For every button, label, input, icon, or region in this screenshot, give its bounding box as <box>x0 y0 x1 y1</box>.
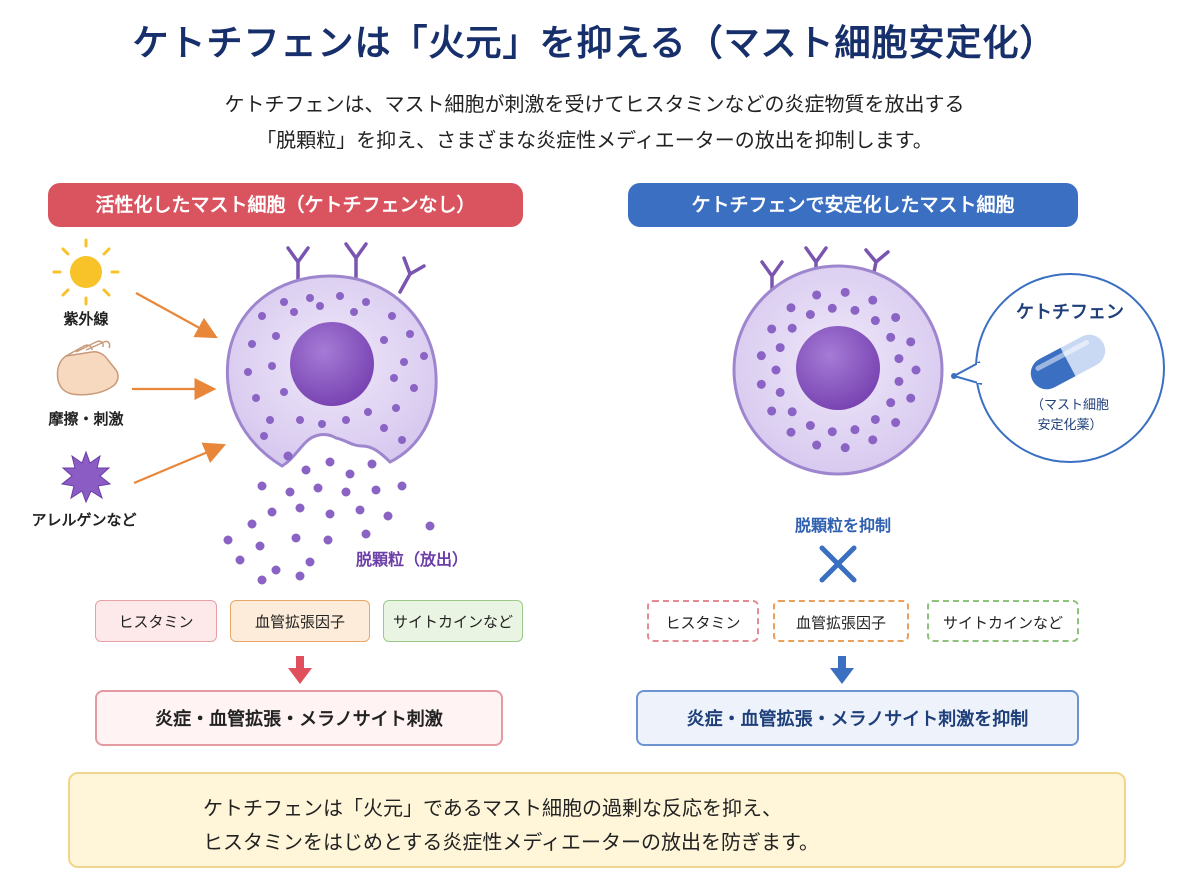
callout-box <box>68 772 1126 868</box>
left-down-arrow <box>288 656 312 684</box>
left-panel-header: 活性化したマスト細胞（ケトチフェンなし） <box>48 183 523 227</box>
intro-line-1: ケトチフェンは、マスト細胞が刺激を受けてヒスタミンなどの炎症物質を放出する <box>224 92 965 116</box>
trigger-label-allergen: アレルゲンなど <box>31 511 137 529</box>
page-title: ケトチフェンは「火元」を抑える（マスト細胞安定化） <box>132 23 1057 64</box>
suppress-x-icon <box>819 545 857 583</box>
right-panel-header: ケトチフェンで安定化したマスト細胞 <box>628 183 1078 227</box>
bubble-subtitle-line-2: 安定化薬） <box>1037 418 1103 433</box>
trigger-label-uv: 紫外線 <box>63 310 109 328</box>
right-down-arrow <box>830 656 854 684</box>
bubble-title: ケトチフェン <box>1016 302 1124 323</box>
bubble-subtitle: （マスト細胞 安定化薬） <box>985 396 1155 436</box>
left-mediator-histamine: ヒスタミン <box>95 600 217 642</box>
bubble-subtitle-line-1: （マスト細胞 <box>1030 398 1109 413</box>
capsule-icon <box>1030 334 1106 390</box>
callout-line-1: ケトチフェンは「火元」であるマスト細胞の過剰な反応を抑え、 <box>203 796 782 820</box>
trigger-label-friction: 摩擦・刺激 <box>48 410 124 428</box>
stabilized-mast-cell <box>732 246 944 476</box>
right-result-box: 炎症・血管拡張・メラノサイト刺激を抑制 <box>636 690 1079 746</box>
degranulation-label: 脱顆粒（放出） <box>356 550 469 569</box>
callout-line-2: ヒスタミンをはじめとする炎症性メディエーターの放出を防ぎます。 <box>203 830 819 854</box>
suppress-label: 脱顆粒を抑制 <box>794 516 891 535</box>
hand-icon <box>56 340 119 396</box>
activated-mast-cell <box>223 242 438 585</box>
left-mediator-vasodilator: 血管拡張因子 <box>230 600 370 642</box>
left-mediator-cytokine: サイトカインなど <box>383 600 523 642</box>
intro-line-2: 「脱顆粒」を抑え、さまざまな炎症性メディエーターの放出を抑制します。 <box>256 128 933 152</box>
right-mediator-histamine: ヒスタミン <box>647 600 759 642</box>
right-mediator-cytokine: サイトカインなど <box>927 600 1079 642</box>
trigger-arrows <box>132 292 227 485</box>
left-result-box: 炎症・血管拡張・メラノサイト刺激 <box>95 690 503 746</box>
allergen-icon <box>60 450 112 504</box>
sun-icon <box>52 238 120 306</box>
right-mediator-vasodilator: 血管拡張因子 <box>773 600 909 642</box>
